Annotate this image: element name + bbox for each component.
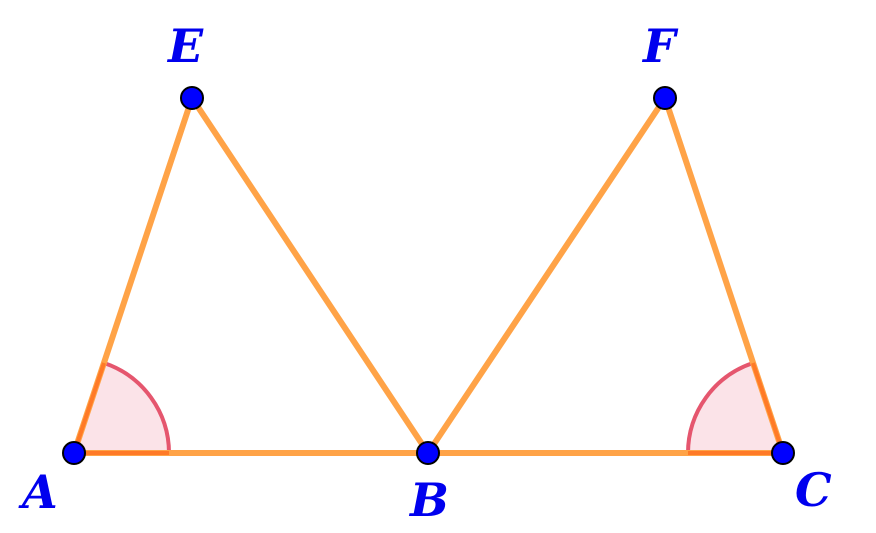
- label-B: B: [408, 473, 449, 527]
- segment-BF: [425, 95, 668, 456]
- point-B[interactable]: [416, 441, 440, 465]
- label-A: A: [18, 465, 58, 519]
- segment-EB: [189, 95, 431, 456]
- point-E[interactable]: [180, 86, 204, 110]
- label-F: F: [641, 19, 679, 73]
- point-F[interactable]: [653, 86, 677, 110]
- point-A[interactable]: [62, 441, 86, 465]
- point-C[interactable]: [771, 441, 795, 465]
- label-E: E: [166, 19, 204, 73]
- label-C: C: [795, 463, 832, 517]
